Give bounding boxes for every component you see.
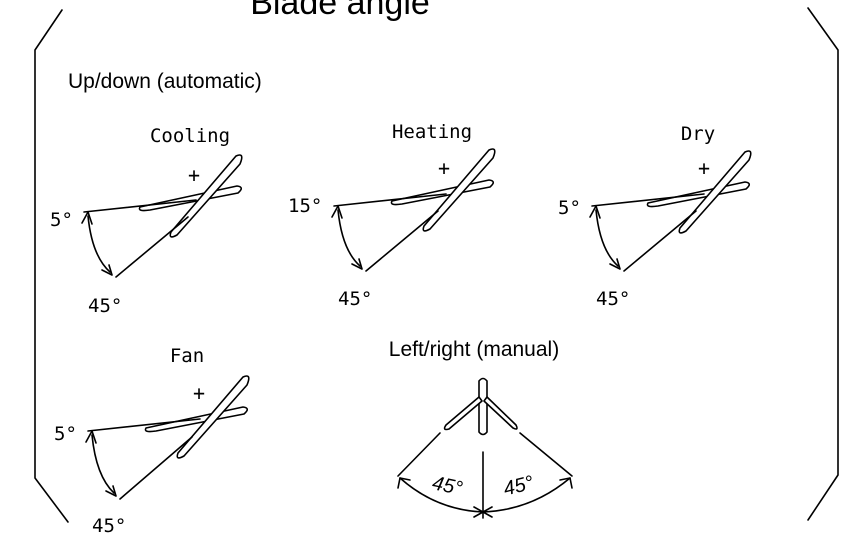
- pivot-marker-dry: +: [698, 156, 710, 180]
- guide-line-right: [519, 432, 573, 477]
- page-title: Blade angle: [250, 0, 430, 22]
- angle-upper-dry: 5°: [558, 197, 581, 219]
- arrowhead-lower-fan: [105, 485, 117, 497]
- blade-center: [478, 377, 488, 436]
- arrowhead-upper-heating: [331, 205, 343, 219]
- pivot-marker-heating: +: [438, 156, 450, 180]
- angle-arc-heating: [337, 209, 361, 267]
- mode-dry: Dry + 5° 45°: [558, 123, 752, 310]
- reference-line-upper-fan: [87, 418, 201, 432]
- angle-lower-dry: 45°: [596, 288, 630, 310]
- angle-upper-heating: 15°: [288, 195, 322, 217]
- reference-line-lower-fan: [119, 436, 193, 500]
- mode-label-heating: Heating: [392, 121, 472, 143]
- section-updown-heading: Up/down (automatic): [68, 70, 262, 93]
- angle-arc-right: [482, 477, 571, 513]
- right-bracket: [807, 7, 839, 521]
- arrowhead-upper-cooling: [81, 211, 93, 225]
- arrowhead-lower-heating: [351, 258, 363, 270]
- pivot-marker-cooling: +: [188, 163, 200, 187]
- mode-label-dry: Dry: [681, 123, 715, 145]
- section-leftright-heading: Left/right (manual): [389, 338, 559, 361]
- angle-left: 45°: [430, 472, 464, 500]
- angle-lower-cooling: 45°: [88, 295, 122, 317]
- angle-upper-cooling: 5°: [50, 209, 73, 231]
- angle-arc-dry: [595, 209, 619, 267]
- angle-lower-heating: 45°: [338, 288, 372, 310]
- mode-heating: Heating + 15° 45°: [288, 121, 496, 310]
- angle-lower-fan: 45°: [92, 515, 126, 537]
- mode-fan: Fan + 5° 45°: [54, 345, 250, 537]
- reference-line-upper-cooling: [83, 199, 197, 213]
- arrowhead-upper-dry: [589, 205, 601, 219]
- reference-line-upper-heating: [333, 193, 447, 207]
- blade-right: [483, 396, 518, 430]
- blade-horizontal-cooling: [138, 185, 243, 212]
- pivot-marker-fan: +: [193, 381, 205, 405]
- reference-line-lower-heating: [365, 210, 439, 272]
- arrowhead-center-right: [482, 506, 493, 518]
- arrowhead-upper-fan: [85, 430, 97, 444]
- leftright-diagram: Left/right (manual) 45° 45°: [389, 338, 573, 519]
- arrowhead-lower-dry: [609, 258, 621, 270]
- angle-arc-cooling: [87, 215, 111, 273]
- mode-label-cooling: Cooling: [150, 125, 230, 147]
- mode-label-fan: Fan: [170, 345, 204, 367]
- angle-arc-left: [399, 477, 484, 513]
- angle-arc-fan: [91, 434, 115, 494]
- reference-line-lower-cooling: [115, 216, 189, 278]
- arrowhead-lower-cooling: [101, 264, 113, 276]
- angle-right: 45°: [501, 472, 536, 501]
- arrowhead-left: [397, 477, 411, 489]
- arrowhead-right: [559, 477, 573, 489]
- blade-horizontal-heating: [390, 179, 495, 206]
- blade-tilted-dry: [678, 150, 752, 234]
- guide-line-left: [397, 432, 441, 477]
- blade-tilted-fan: [176, 375, 250, 459]
- left-bracket: [34, 9, 69, 523]
- blade-left: [443, 396, 483, 431]
- reference-line-upper-dry: [591, 193, 705, 207]
- angle-upper-fan: 5°: [54, 423, 77, 445]
- mode-cooling: Cooling + 5° 45°: [50, 125, 243, 317]
- blade-tilted-cooling: [169, 154, 243, 238]
- reference-line-lower-dry: [623, 210, 697, 272]
- blade-tilted-heating: [422, 148, 496, 232]
